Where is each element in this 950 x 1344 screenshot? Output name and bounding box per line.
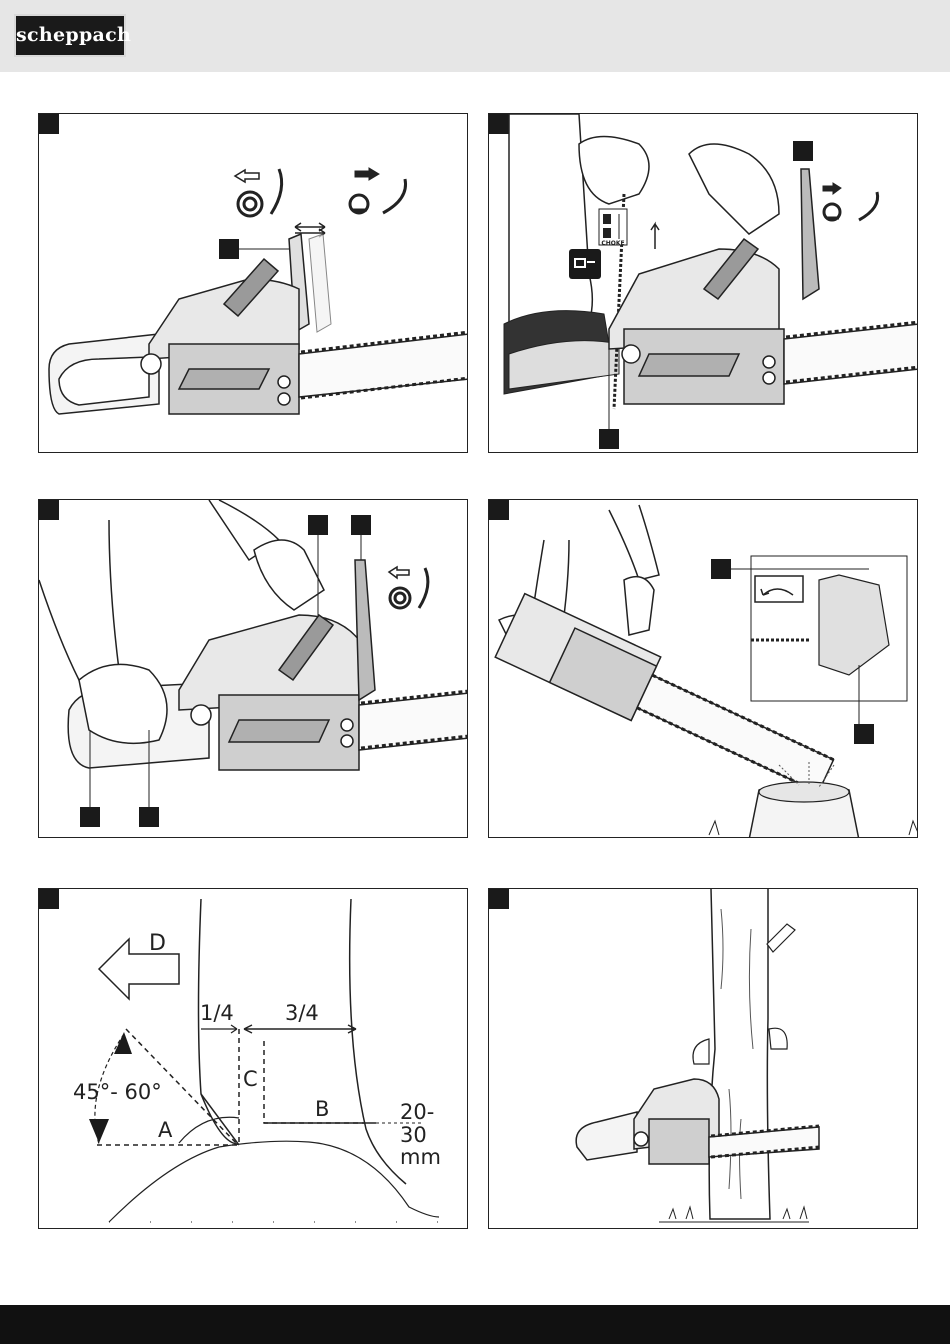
callout-square	[139, 807, 159, 827]
callout-square	[351, 515, 371, 535]
figure-panel-5: D 1/4 3/4 C B 45°- 60° A 20- 30 mm	[38, 888, 468, 1229]
choke-label-icon: CHOKE	[599, 209, 627, 247]
choke-closed-icon	[823, 183, 878, 220]
quarter-label: 1/4	[200, 1001, 234, 1025]
callout-square	[793, 141, 813, 161]
callout-square	[308, 515, 328, 535]
direction-label: D	[149, 931, 166, 956]
hand-grip-illustration	[39, 500, 468, 838]
starting-position-illustration: CHOKE	[489, 114, 918, 453]
c-label: C	[243, 1067, 258, 1091]
page-header: scheppach	[0, 0, 950, 72]
callout-square	[80, 807, 100, 827]
choke-closed-icon	[350, 168, 406, 213]
callout-square	[854, 724, 874, 744]
brand-logo: scheppach	[14, 14, 126, 57]
fuel-primer-icon	[569, 249, 601, 279]
callout-square	[219, 239, 239, 259]
angle-label: 45°- 60°	[73, 1080, 162, 1104]
felling-notch-diagram	[39, 889, 468, 1229]
hinge-width-unit: mm	[400, 1145, 441, 1169]
figure-panel-3	[38, 499, 468, 838]
figure-panel-4	[488, 499, 918, 838]
choke-open-icon	[235, 169, 282, 216]
figure-panel-1	[38, 113, 468, 453]
hinge-width-label-top: 20-	[400, 1100, 434, 1124]
chain-brake-test-illustration	[489, 500, 918, 838]
hinge-width-label-mid: 30	[400, 1123, 427, 1147]
choke-open-icon	[389, 567, 428, 608]
page-footer	[0, 1305, 950, 1344]
callout-square	[599, 429, 619, 449]
callout-square	[711, 559, 731, 579]
three-quarter-label: 3/4	[285, 1001, 319, 1025]
a-label: A	[158, 1118, 172, 1142]
felling-direction-arrow	[99, 939, 179, 999]
tree-felling-illustration	[489, 889, 918, 1229]
chainsaw-choke-illustration	[39, 114, 468, 453]
chainsaw-icon	[576, 1079, 819, 1164]
figure-panel-2: CHOKE	[488, 113, 918, 453]
b-label: B	[315, 1097, 329, 1121]
figure-panel-6	[488, 888, 918, 1229]
choke-text: CHOKE	[601, 240, 624, 247]
tree-icon	[659, 889, 809, 1222]
